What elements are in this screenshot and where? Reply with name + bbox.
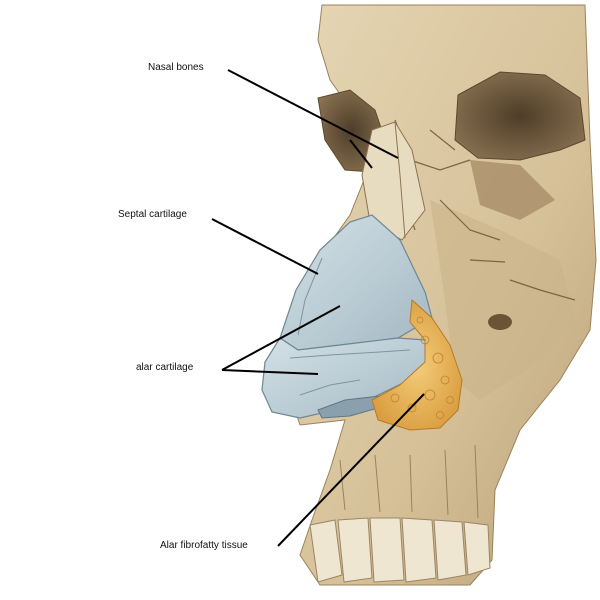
leader-lines	[211, 69, 425, 547]
leader-alar-cartilage	[221, 305, 341, 375]
upper-teeth	[309, 517, 491, 583]
fat-lobules	[390, 316, 454, 419]
leader-alar-fibrofatty	[277, 393, 425, 547]
septal-cartilage-ridge	[297, 257, 323, 336]
alar-cartilage-fold	[289, 349, 411, 396]
leader-septal-cartilage	[211, 218, 319, 275]
label-alar-fibrofatty-tissue: Alar fibrofatty tissue	[160, 540, 248, 551]
infraorbital-foramen	[488, 314, 512, 330]
orbit-floor-shadow	[470, 160, 555, 220]
alar-cartilage	[261, 337, 431, 419]
alveolar-ridges	[339, 444, 479, 519]
nasal-bones	[361, 121, 426, 241]
label-nasal-bones: Nasal bones	[148, 62, 204, 73]
nasal-bones-midline	[394, 121, 406, 239]
maxilla-shading	[430, 200, 575, 400]
label-septal-cartilage: Septal cartilage	[118, 209, 187, 220]
right-orbit	[454, 71, 586, 161]
leader-nasal-bones	[227, 69, 399, 169]
label-alar-cartilage: alar cartilage	[136, 362, 194, 373]
